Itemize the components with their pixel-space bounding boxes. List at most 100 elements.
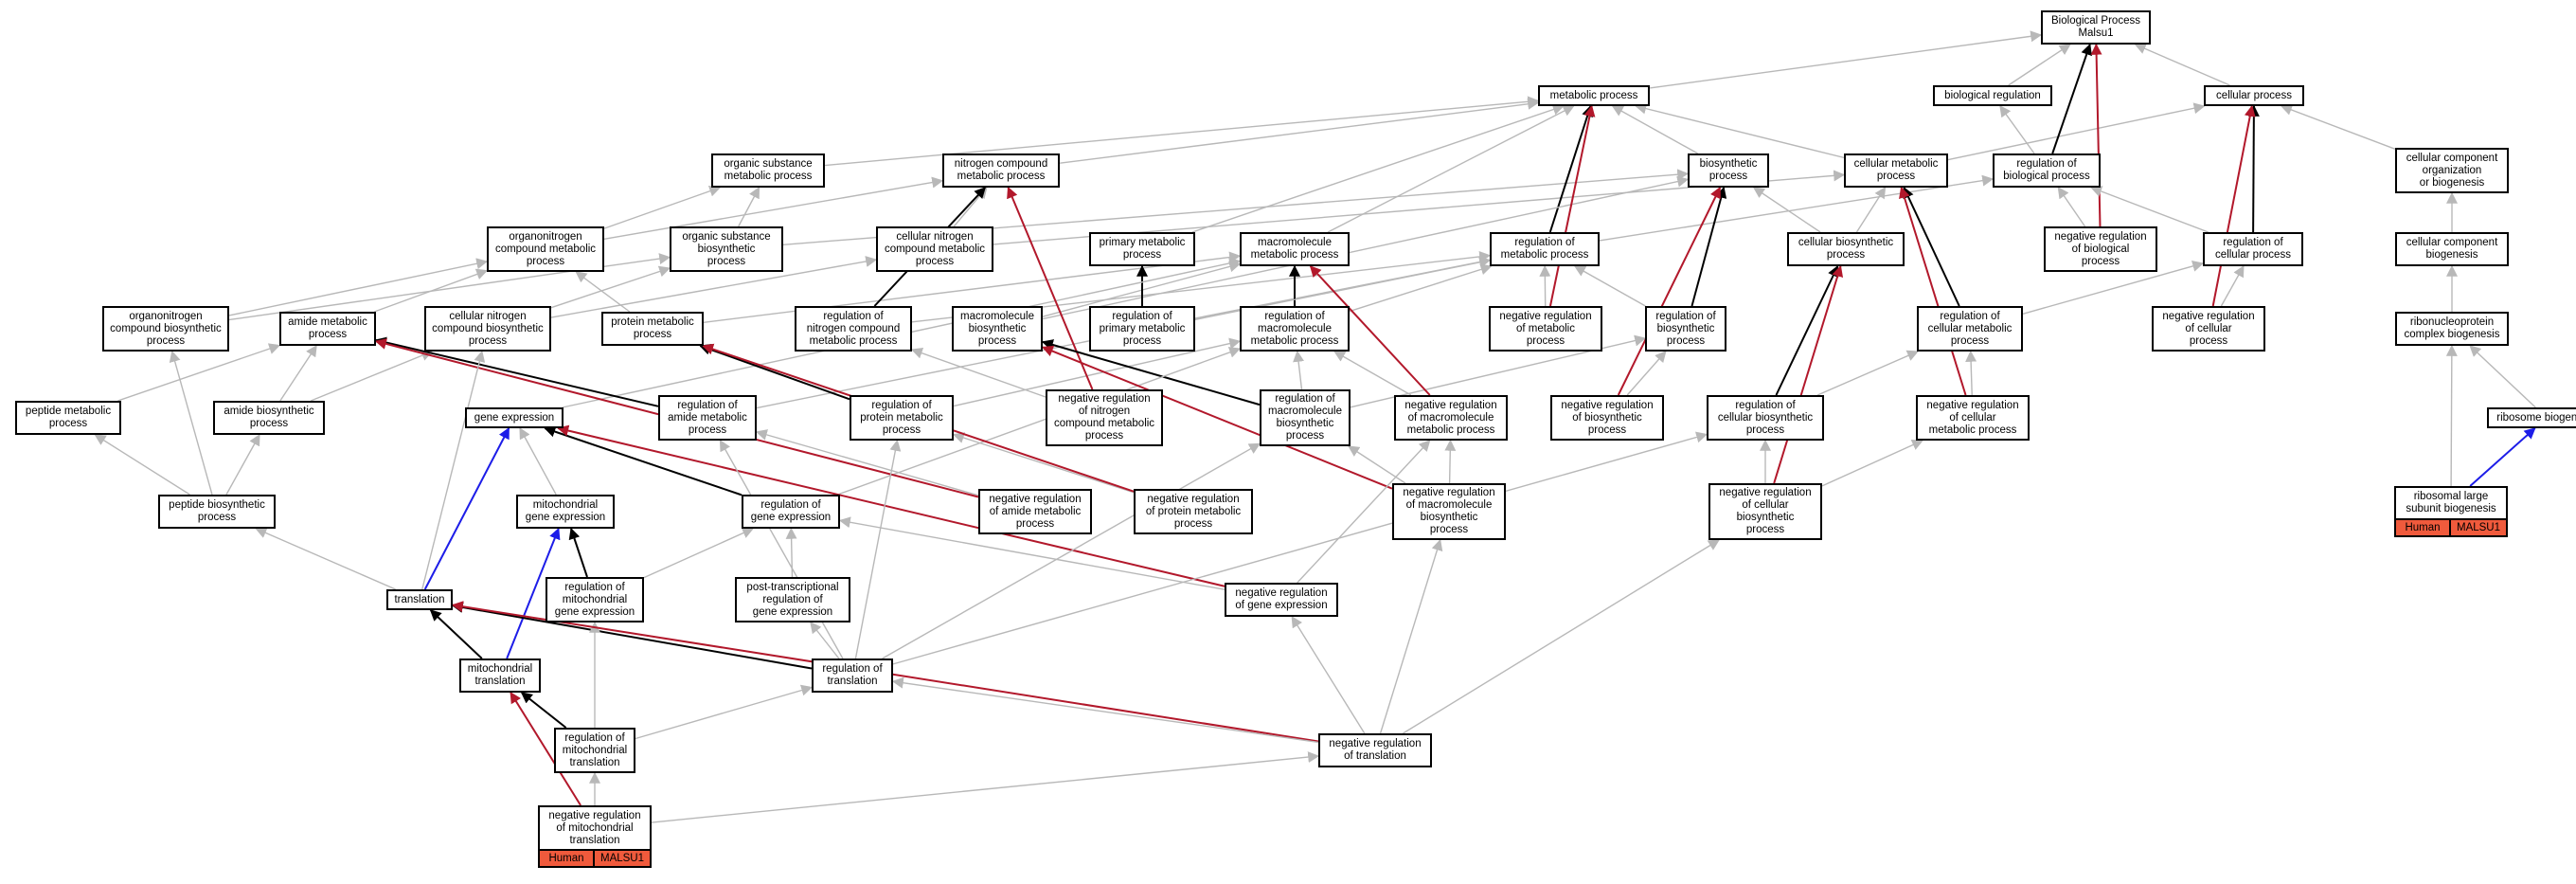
go-term-label: biosynthetic (968, 322, 1027, 334)
go-term-metab[interactable]: metabolic process (1538, 85, 1650, 106)
go-term-label: compound metabolic (884, 243, 986, 255)
go-term-transl[interactable]: translation (386, 589, 453, 610)
edge-negregcell-to-cellproc (2211, 104, 2256, 307)
edge-orgnitrobio-to-orgnitro (228, 258, 489, 316)
edge-amide-to-orgnitro (374, 268, 489, 313)
go-term-geneexp[interactable]: gene expression (465, 407, 564, 428)
go-term-label: mitochondrial (467, 663, 533, 675)
go-term-label: process (1285, 430, 1325, 442)
go-term-label: negative regulation (2162, 310, 2255, 322)
go-term-label: regulation of (2223, 237, 2283, 248)
edge-cellbio-to-biosyn (1752, 187, 1821, 233)
edge-negregbio-to-regbio (2057, 187, 2086, 227)
go-term-label: process (1122, 334, 1162, 347)
go-term-label: Biological Process (2051, 15, 2140, 27)
go-term-label: cellular process (2215, 249, 2291, 261)
edge-regtransl-to-regprot (854, 439, 902, 659)
go-term-label: of macromolecule (1405, 499, 1493, 511)
go-term-cellproc[interactable]: cellular process (2204, 85, 2304, 106)
go-term-label: regulation of (564, 581, 625, 593)
edge-peptmet-to-amide (117, 343, 281, 402)
go-term-label: gene expression (750, 512, 832, 523)
edge-macro-to-metab (1327, 105, 1575, 233)
go-term-label: process (197, 512, 237, 523)
go-term-label: biosynthetic (1736, 512, 1795, 523)
edge-negregamide-to-regamide (755, 429, 979, 496)
edge-regcell-to-regbio (2090, 186, 2209, 233)
edge-regmet-to-metab (1548, 104, 1593, 233)
go-term-label: translation (827, 676, 878, 687)
go-term-label: process (1173, 517, 1213, 530)
go-term-label: of gene expression (1235, 600, 1328, 611)
edge-negregtransl-to-negregcellbio (1403, 539, 1720, 734)
go-term-ribobio[interactable]: ribosome biogenesis (2487, 407, 2576, 428)
go-term-label: regulation of (1940, 310, 2000, 322)
edge-negregmitotransl-to-mitotransl (510, 691, 581, 806)
edge-reggene-to-geneexp (544, 425, 742, 496)
edge-regtransl-to-regmacrobio (882, 442, 1261, 659)
go-term-label: of cellular (2185, 322, 2232, 334)
edge-negreggene-to-geneexp (557, 424, 1225, 587)
go-term-label: process (1666, 334, 1706, 347)
go-term-label: regulation of (1514, 237, 1575, 248)
go-term-label: regulation of (564, 731, 625, 744)
go-term-bioreg[interactable]: biological regulation (1933, 85, 2052, 106)
